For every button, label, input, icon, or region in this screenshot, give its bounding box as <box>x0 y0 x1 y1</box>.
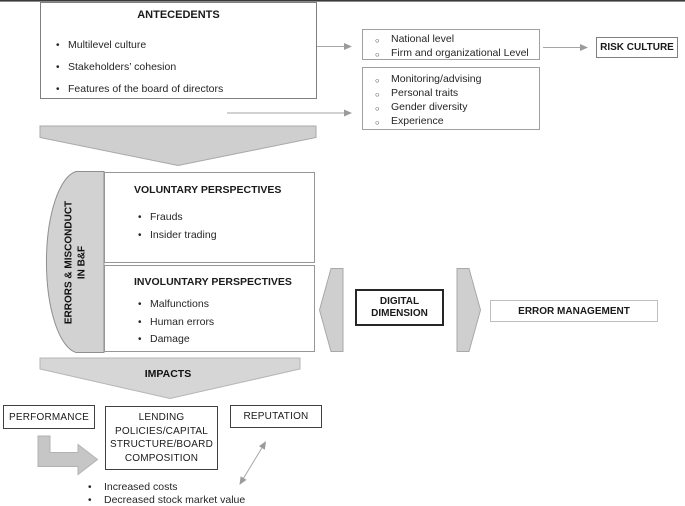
performance-box: PERFORMANCE <box>3 405 95 429</box>
bullet-dot-icon: • <box>56 62 60 73</box>
digital-line1: DIGITAL <box>379 295 420 307</box>
bullet-circle-icon: ○ <box>375 35 380 45</box>
reputation-label: REPUTATION <box>243 411 309 422</box>
list-item: • Insider trading <box>138 229 314 242</box>
bullet-circle-icon: ○ <box>375 118 380 127</box>
antecedents-box: ANTECEDENTS • Multilevel culture • Stake… <box>40 2 317 99</box>
trait-item: Gender diversity <box>391 101 468 113</box>
bullet-dot-icon: • <box>138 334 142 345</box>
list-item: ○ Experience <box>375 115 539 129</box>
list-item: • Frauds <box>138 211 314 224</box>
bullet-dot-icon: • <box>138 212 142 223</box>
voluntary-title: VOLUNTARY PERSPECTIVES <box>134 184 282 196</box>
banner-line1: ERRORS & MISCONDUCT <box>62 200 74 324</box>
down-chevron-antecedents-icon <box>39 125 317 167</box>
lending-line: STRUCTURE/BOARD <box>109 439 213 450</box>
level-item: Firm and organizational Level <box>391 46 529 59</box>
digital-line2: DIMENSION <box>371 307 428 319</box>
traits-box: ○ Monitoring/advising ○ Personal traits … <box>362 67 540 130</box>
elbow-arrow-performance-icon <box>37 435 99 476</box>
lending-line: LENDING <box>138 412 185 423</box>
level-item: National level <box>391 32 455 45</box>
outcome-item: Increased costs <box>104 481 178 493</box>
antecedent-item: Multilevel culture <box>68 39 147 51</box>
involuntary-perspectives-box: INVOLUNTARY PERSPECTIVES • Malfunctions … <box>104 265 315 352</box>
down-chevron-impacts-icon <box>39 357 301 400</box>
lending-line: COMPOSITION <box>124 452 199 464</box>
digital-dimension-box: DIGITAL DIMENSION <box>355 289 444 326</box>
antecedent-item: Features of the board of directors <box>68 83 224 95</box>
list-item: ○ National level <box>375 33 539 47</box>
error-management-label: ERROR MANAGEMENT <box>518 305 630 317</box>
list-item: • Multilevel culture <box>56 39 316 52</box>
levels-box: ○ National level ○ Firm and organization… <box>362 29 540 60</box>
antecedents-title: ANTECEDENTS <box>137 9 220 21</box>
voluntary-item: Frauds <box>150 211 183 223</box>
bullet-dot-icon: • <box>56 40 60 51</box>
bullet-dot-icon: • <box>56 84 60 95</box>
voluntary-perspectives-box: VOLUNTARY PERSPECTIVES • Frauds • Inside… <box>104 172 315 263</box>
bullet-circle-icon: ○ <box>375 90 380 99</box>
bullet-circle-icon: ○ <box>375 49 380 59</box>
voluntary-item: Insider trading <box>150 229 217 241</box>
involuntary-title: INVOLUNTARY PERSPECTIVES <box>134 276 292 288</box>
bullet-dot-icon: • <box>138 316 142 328</box>
list-item: ○ Gender diversity <box>375 101 539 115</box>
reputation-box: REPUTATION <box>230 405 322 428</box>
banner-line2: IN B&F <box>75 245 87 279</box>
error-management-box: ERROR MANAGEMENT <box>490 300 658 322</box>
list-item: • Features of the board of directors <box>56 83 316 96</box>
bullet-circle-icon: ○ <box>375 104 380 113</box>
right-chevron-icon <box>456 268 482 352</box>
bullet-dot-icon: • <box>88 495 92 506</box>
outcome-item: Decreased stock market value <box>104 494 246 506</box>
list-item: • Stakeholders’ cohesion <box>56 61 316 74</box>
lending-line: POLICIES/CAPITAL <box>114 425 209 437</box>
involuntary-item: Human errors <box>150 315 215 328</box>
list-item: ○ Firm and organizational Level <box>375 47 539 61</box>
impacts-label: IMPACTS <box>144 368 192 380</box>
bullet-circle-icon: ○ <box>375 76 380 85</box>
involuntary-item: Damage <box>150 333 190 345</box>
risk-culture-label: RISK CULTURE <box>600 42 674 53</box>
lending-policies-box: LENDING POLICIES/CAPITAL STRUCTURE/BOARD… <box>105 406 218 470</box>
trait-item: Monitoring/advising <box>391 73 482 85</box>
antecedent-item: Stakeholders’ cohesion <box>68 61 177 73</box>
trait-item: Personal traits <box>391 87 459 99</box>
list-item: • Malfunctions <box>138 298 314 311</box>
errors-misconduct-banner-label: ERRORS & MISCONDUCT IN B&F <box>45 171 104 353</box>
list-item: • Increased costs <box>88 481 245 494</box>
outcomes-list: • Increased costs • Decreased stock mark… <box>88 481 245 506</box>
list-item: • Decreased stock market value <box>88 494 245 506</box>
figure-top-rule <box>0 0 685 2</box>
list-item: • Damage <box>138 333 314 346</box>
bullet-dot-icon: • <box>88 482 92 493</box>
trait-item: Experience <box>391 115 444 127</box>
risk-culture-box: RISK CULTURE <box>596 37 678 58</box>
left-chevron-icon <box>318 268 344 352</box>
involuntary-item: Malfunctions <box>150 298 209 310</box>
bullet-dot-icon: • <box>138 299 142 310</box>
list-item: ○ Personal traits <box>375 87 539 101</box>
errors-banner-shape <box>45 171 105 353</box>
list-item: • Human errors <box>138 316 314 329</box>
list-item: ○ Monitoring/advising <box>375 73 539 87</box>
bullet-dot-icon: • <box>138 230 142 241</box>
performance-label: PERFORMANCE <box>9 411 89 423</box>
double-arrow-reputation <box>239 441 267 485</box>
